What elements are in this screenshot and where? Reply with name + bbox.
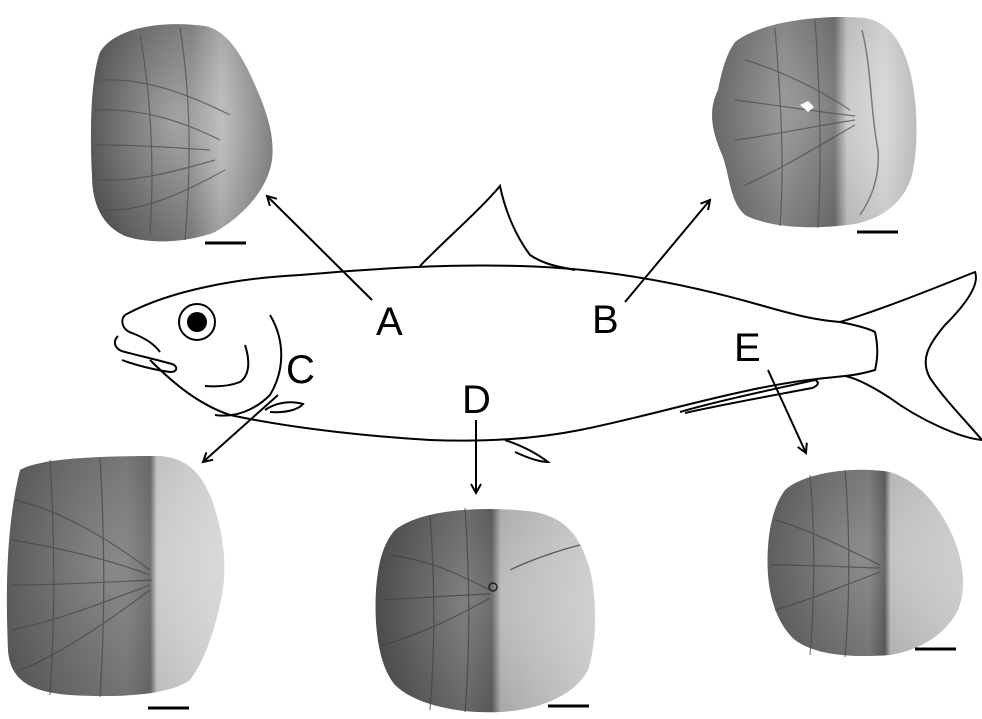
arrow-c [203,395,278,462]
fish-caudal-peduncle [840,322,877,376]
fish-snout [122,315,160,352]
fish-preoperculum [205,345,248,386]
scale-b-photo [712,17,916,228]
fish-dorsal-fin [420,186,575,270]
fish-eye [179,304,215,340]
label-d: D [462,378,491,422]
label-b: B [592,298,619,342]
fish-outline-drawing [115,186,982,462]
scale-a-photo [91,24,273,241]
label-c: C [286,348,315,392]
scale-e-photo [768,470,964,657]
fish-tail-fin [840,272,982,440]
arrow-b [625,200,710,302]
fish-ventral-contour [150,360,845,441]
label-a: A [376,300,403,344]
arrows [203,196,806,493]
label-e: E [734,326,761,370]
scale-c-photo [7,456,225,697]
fish-pectoral-fin [265,402,303,412]
fish-lower-jaw [115,336,176,372]
arrow-a [267,196,372,300]
fish-ventral-fin [505,440,548,462]
scale-d-photo [376,508,596,712]
fish-dorsal-contour [125,265,840,322]
fish-anal-fin [680,380,818,413]
